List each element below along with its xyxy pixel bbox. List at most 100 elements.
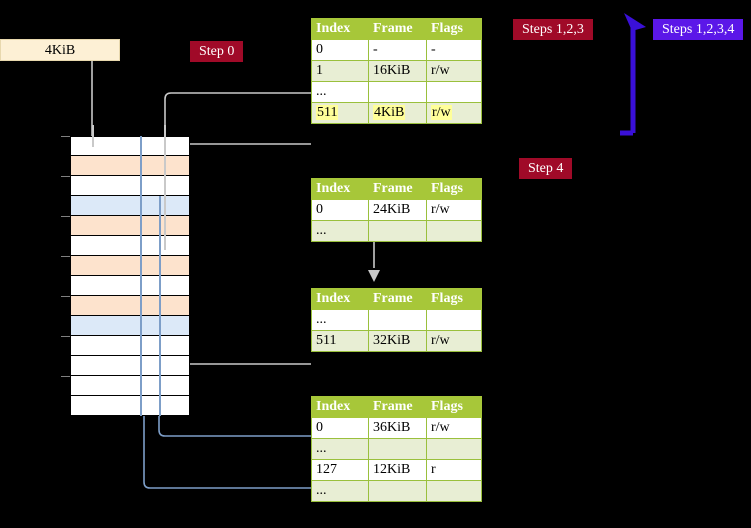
cell-index: 511 [311, 102, 369, 124]
memory-frame-row [70, 316, 190, 336]
memory-frame-row [70, 356, 190, 376]
cell-flags: - [426, 39, 482, 61]
memory-frame-row [70, 136, 190, 156]
memory-frame-row [70, 216, 190, 236]
memory-tick [61, 136, 70, 137]
cell-index: ... [311, 480, 369, 502]
column-header-flags: Flags [426, 178, 482, 200]
cell-frame: 4KiB [368, 102, 427, 124]
highlighted-value: 511 [316, 104, 339, 120]
cell-flags: r/w [426, 199, 482, 221]
column-header-index: Index [311, 288, 369, 310]
steps-1234-label: Steps 1,2,3,4 [653, 19, 744, 40]
cell-index: 1 [311, 60, 369, 82]
memory-frame-row [70, 176, 190, 196]
table-row[interactable]: 0-- [311, 39, 482, 61]
memory-frame-row [70, 396, 190, 416]
column-header-flags: Flags [426, 18, 482, 40]
cell-flags: r/w [426, 60, 482, 82]
memory-guide-line [92, 125, 94, 147]
cell-frame: - [368, 39, 427, 61]
memory-frame-row [70, 236, 190, 256]
step-0-label: Step 0 [190, 41, 244, 62]
cell-flags: r/w [426, 330, 482, 352]
column-header-flags: Flags [426, 396, 482, 418]
table-row[interactable]: ... [311, 438, 482, 460]
column-header-index: Index [311, 18, 369, 40]
cell-flags: r [426, 459, 482, 481]
cell-flags [426, 81, 482, 103]
table-row[interactable]: 511 4KiB r/w [311, 102, 482, 124]
memory-tick [61, 256, 70, 257]
cell-frame [368, 309, 427, 331]
cell-index: ... [311, 81, 369, 103]
highlighted-value: r/w [431, 104, 452, 120]
cell-index: ... [311, 309, 369, 331]
cell-frame: 24KiB [368, 199, 427, 221]
highlighted-value: 4KiB [373, 104, 406, 120]
cell-flags [426, 438, 482, 460]
cell-flags: r/w [426, 417, 482, 439]
table-row[interactable]: ... [311, 480, 482, 502]
source-frame-box: 4KiB [0, 39, 120, 61]
memory-frame-row [70, 256, 190, 276]
memory-frame-row [70, 276, 190, 296]
column-header-index: Index [311, 178, 369, 200]
cell-frame [368, 480, 427, 502]
cell-index: 127 [311, 459, 369, 481]
memory-tick [61, 296, 70, 297]
cell-index: ... [311, 438, 369, 460]
cell-index: 0 [311, 39, 369, 61]
cell-flags [426, 309, 482, 331]
memory-frame-row [70, 376, 190, 396]
table-row[interactable]: ... [311, 309, 482, 331]
steps-123-label: Steps 1,2,3 [513, 19, 593, 40]
memory-frame-row [70, 296, 190, 316]
cell-frame: 32KiB [368, 330, 427, 352]
memory-guide-line [159, 196, 161, 416]
cell-index: 0 [311, 417, 369, 439]
column-header-frame: Frame [368, 18, 427, 40]
cell-index: 0 [311, 199, 369, 221]
column-header-frame: Frame [368, 396, 427, 418]
step-4-label: Step 4 [519, 158, 573, 179]
table-row[interactable]: ... [311, 81, 482, 103]
column-header-flags: Flags [426, 288, 482, 310]
cell-flags [426, 220, 482, 242]
memory-frame-row [70, 196, 190, 216]
memory-tick [61, 216, 70, 217]
cell-frame: 16KiB [368, 60, 427, 82]
memory-tick [61, 376, 70, 377]
column-header-frame: Frame [368, 178, 427, 200]
memory-guide-line [164, 125, 166, 250]
bracket-arrowhead [624, 13, 646, 31]
cell-flags: r/w [426, 102, 482, 124]
cell-frame [368, 220, 427, 242]
memory-frame-row [70, 156, 190, 176]
table-row[interactable]: ... [311, 220, 482, 242]
cell-flags [426, 480, 482, 502]
memory-tick [61, 336, 70, 337]
memory-tick [61, 176, 70, 177]
cell-frame: 12KiB [368, 459, 427, 481]
memory-guide-line [140, 136, 142, 416]
cell-frame [368, 81, 427, 103]
cell-index: 511 [311, 330, 369, 352]
column-header-index: Index [311, 396, 369, 418]
cell-frame [368, 438, 427, 460]
cell-frame: 36KiB [368, 417, 427, 439]
